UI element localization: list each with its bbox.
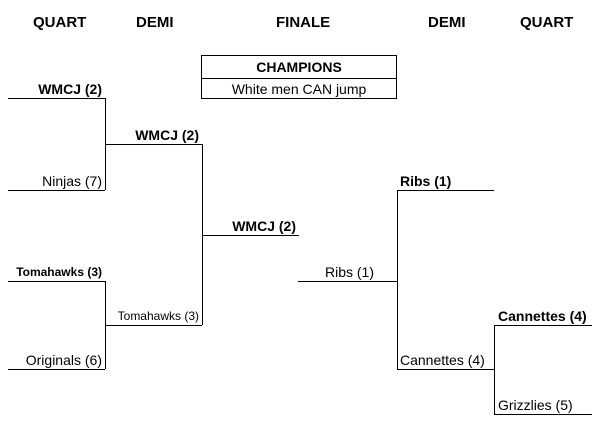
bracket-line (298, 281, 398, 282)
bracket-line (494, 414, 592, 415)
bracket-line (105, 144, 202, 145)
champion-divider (202, 78, 396, 79)
left-semi-slot-top: WMCJ (2) (135, 127, 199, 143)
bracket-line (397, 190, 494, 191)
bracket-line (8, 281, 105, 282)
left-quarter-slot-originals: Originals (6) (25, 352, 102, 368)
header-final: FINALE (276, 14, 331, 31)
champion-box: CHAMPIONS White men CAN jump (201, 55, 397, 99)
right-quarter-slot-cannettes: Cannettes (4) (498, 308, 587, 324)
header-left-quarter: QUART (33, 14, 87, 31)
bracket-line (8, 369, 105, 370)
left-semi-slot-bottom: Tomahawks (3) (117, 309, 199, 323)
left-final-slot: WMCJ (2) (232, 218, 296, 234)
header-right-quarter: QUART (520, 14, 574, 31)
champion-team: White men CAN jump (231, 81, 367, 97)
bracket-line (105, 325, 202, 326)
bracket-line (202, 235, 299, 236)
bracket-line (8, 190, 105, 191)
header-right-semi: DEMI (428, 14, 466, 31)
bracket-line (397, 369, 494, 370)
bracket-line (397, 190, 398, 369)
bracket-line (8, 98, 105, 99)
header-left-semi: DEMI (136, 14, 174, 31)
champion-title: CHAMPIONS (256, 59, 342, 75)
left-quarter-slot-ninjas: Ninjas (7) (42, 173, 102, 189)
right-quarter-slot-grizzlies: Grizzlies (5) (498, 397, 573, 413)
bracket-line (494, 325, 495, 414)
right-semi-slot-bottom: Cannettes (4) (400, 352, 485, 368)
left-quarter-slot-tomahawks: Tomahawks (3) (16, 265, 102, 279)
bracket-line (494, 325, 592, 326)
right-final-slot: Ribs (1) (324, 264, 374, 280)
right-semi-slot-top: Ribs (1) (400, 173, 452, 189)
left-quarter-slot-wmcj: WMCJ (2) (38, 81, 102, 97)
bracket-line (202, 144, 203, 325)
